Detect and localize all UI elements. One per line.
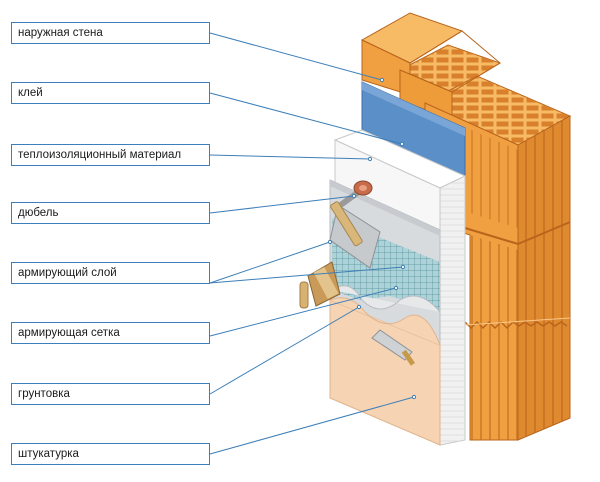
plaster-layer [329,297,441,446]
leader-lines [209,32,415,455]
leader-plaster [209,396,415,455]
leader-dowel [209,195,355,214]
label-insulation: теплоизоляционный материал [11,144,210,166]
label-reinforcing-mesh: армирующая сетка [11,322,210,344]
leader-reinforcing-layer-a [209,241,331,284]
trowel-icon [329,201,381,269]
leader-glue [209,92,403,145]
leader-reinforcing-mesh [209,287,397,337]
leader-insulation [209,154,371,160]
leader-primer [209,306,360,395]
label-reinforcing-layer: армирующий слой [11,262,210,284]
label-glue: клей [11,82,210,104]
label-plaster: штукатурка [11,443,210,465]
label-dowel: дюбель [11,202,210,224]
label-primer: грунтовка [11,383,210,405]
spatula-icon [371,329,416,366]
leader-end-points [327,77,417,400]
leader-reinforcing-layer-b [209,266,404,284]
label-outer-wall: наружная стена [11,22,210,44]
leader-outer-wall [209,32,383,81]
